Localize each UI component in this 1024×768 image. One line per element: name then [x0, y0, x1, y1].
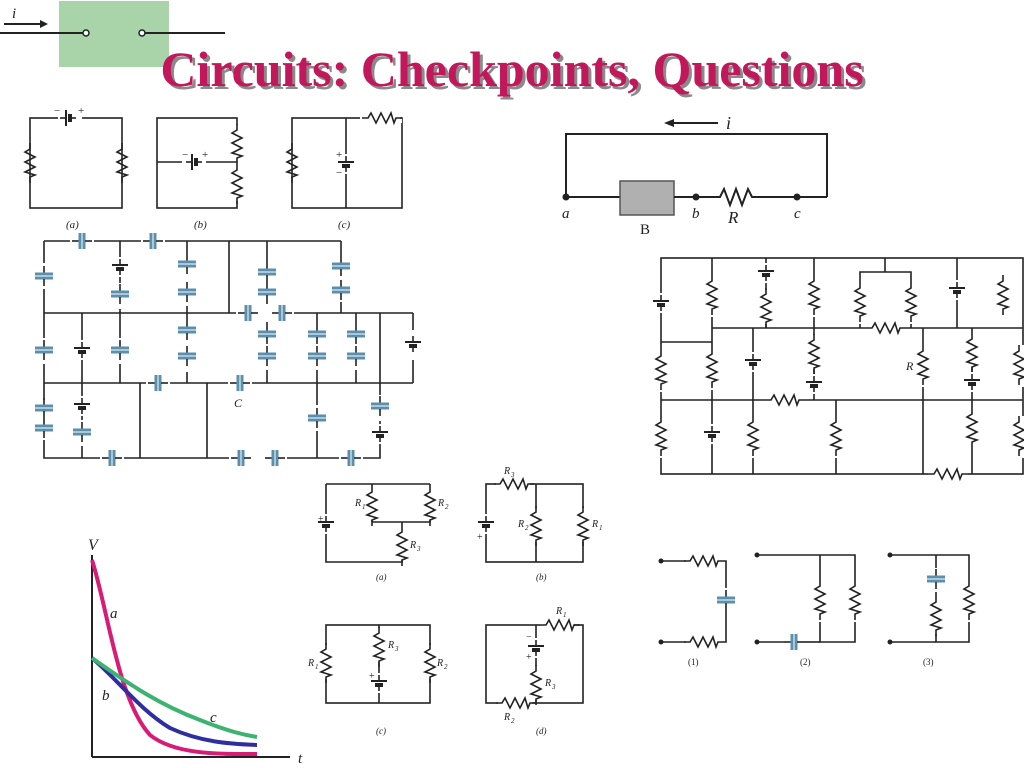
r3-label: R: [503, 466, 510, 477]
r1-subscript: 1: [599, 524, 603, 532]
battery-plus-sign: +: [318, 514, 324, 525]
caption: (c): [376, 726, 386, 736]
node-a-label: a: [562, 206, 570, 222]
node-c-label: c: [794, 206, 801, 222]
r2-label: R: [517, 519, 524, 530]
page-title: Circuits: Checkpoints, Questions: [160, 41, 864, 97]
r3-subscript: 3: [394, 645, 399, 653]
fig-r-set-c: + R 3 R 1 R 2 (c): [307, 624, 448, 736]
graph-x-label: t: [298, 751, 303, 767]
r3-label: R: [387, 640, 394, 651]
r1-label: R: [307, 658, 314, 669]
fig-r-set-d: − + R 1 R 3 R 2 (d): [485, 606, 584, 736]
battery-minus-sign: −: [336, 167, 342, 179]
battery-minus-sign: −: [526, 632, 532, 643]
circuit-b-label: (b): [194, 219, 207, 231]
circuit-c-label: (c): [338, 219, 351, 231]
header-current-arrow: [40, 20, 48, 28]
fig-r-set-a: + R 1 R 2 R 3 (a): [316, 483, 449, 582]
curve-c: [90, 656, 258, 739]
battery-plus-sign: +: [369, 671, 375, 682]
rc-2-label: (2): [800, 657, 811, 667]
rc-circuit-2: (2): [754, 552, 863, 667]
curve-b-label: b: [102, 688, 110, 704]
r2-label: R: [436, 658, 443, 669]
header-current-label: i: [12, 6, 16, 22]
voltage-graph: V t a b c: [88, 537, 303, 767]
capacitor-network: C: [33, 231, 423, 468]
capacitor-label: C: [234, 396, 243, 410]
header-terminal-right: [138, 29, 146, 37]
rc-1-label: (1): [688, 657, 699, 667]
r3-subscript: 3: [416, 545, 421, 553]
r3-subscript: 3: [551, 683, 556, 691]
graph-y-label: V: [88, 537, 100, 554]
r1-label: R: [354, 498, 361, 509]
battery-plus-sign: +: [336, 149, 342, 161]
rc-circuit-3: (3): [887, 552, 977, 667]
caption: (a): [376, 572, 387, 582]
r1-subscript: 1: [315, 663, 319, 671]
curve-a: [90, 559, 258, 757]
battery-minus-sign: −: [54, 105, 60, 117]
device-label: B: [640, 222, 650, 238]
current-arrow: [664, 119, 674, 127]
r3-label: R: [544, 678, 551, 689]
r1-subscript: 1: [563, 611, 567, 619]
r2-subscript: 2: [525, 524, 529, 532]
battery-plus-sign: +: [78, 105, 84, 117]
curve-c-label: c: [210, 710, 217, 726]
circuit-c: + − (c): [286, 112, 403, 231]
circuit-a: − + (a): [24, 105, 128, 231]
r2-label: R: [437, 498, 444, 509]
battery-plus-sign: +: [477, 532, 483, 543]
header-terminal-left: [82, 29, 90, 37]
circuit-b: − + (b): [156, 117, 243, 231]
battery-minus-sign: −: [182, 149, 188, 161]
header-icon: i: [0, 1, 225, 67]
device-b-box: [619, 180, 675, 216]
current-label: i: [726, 113, 731, 133]
resistor-label: R: [727, 208, 739, 227]
page-title-shadow: Circuits: Checkpoints, Questions: [163, 44, 867, 100]
node-b-label: b: [692, 206, 700, 222]
fig-r-set-b: + R 3 R 2 R 1 (b): [476, 466, 603, 582]
curve-b: [90, 656, 258, 747]
circuit-a-label: (a): [66, 219, 79, 231]
r1-label: R: [591, 519, 598, 530]
curve-a-label: a: [110, 606, 118, 622]
r1-label: R: [555, 606, 562, 617]
resistor-network: R: [651, 257, 1024, 482]
r2-label: R: [503, 712, 510, 723]
r2-subscript: 2: [445, 503, 449, 511]
resistor-r-label: R: [905, 359, 914, 373]
r3-subscript: 3: [510, 471, 515, 479]
r2-subscript: 2: [511, 717, 515, 725]
r1-subscript: 1: [362, 503, 366, 511]
circuit-device-b: i a b c B R: [562, 113, 828, 238]
rc-3-label: (3): [923, 657, 934, 667]
r2-subscript: 2: [444, 663, 448, 671]
caption: (d): [536, 726, 547, 736]
r3-label: R: [409, 540, 416, 551]
rc-circuit-1: (1): [658, 555, 737, 667]
caption: (b): [536, 572, 547, 582]
battery-plus-sign: +: [526, 652, 532, 663]
battery-plus-sign: +: [202, 149, 208, 161]
